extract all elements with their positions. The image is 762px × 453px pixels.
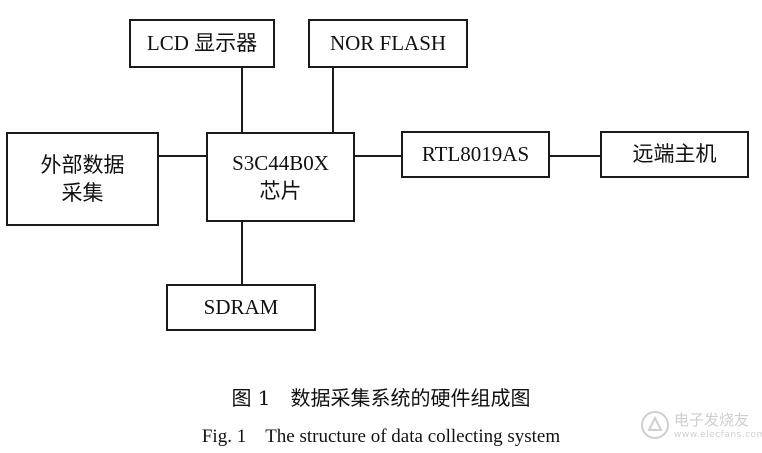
nor-flash-box: NOR FLASH [308,19,468,68]
sdram-label: SDRAM [203,295,279,320]
sdram-box: SDRAM [166,284,316,331]
connector-cpu-rtl [355,155,401,157]
watermark-url: www.elecfans.com [674,430,762,440]
cpu-chip-label-line2: 芯片 [259,179,302,203]
figure-caption-english: Fig. 1 The structure of data collecting … [201,426,561,447]
external-data-label-line2: 采集 [61,181,104,205]
figure-caption-chinese: 图 1 数据采集系统的硬件组成图 [231,386,531,410]
connector-nor-cpu [332,68,334,132]
connector-external-cpu [159,155,206,157]
rtl8019as-box: RTL8019AS [401,131,550,178]
cpu-chip-box: S3C44B0X 芯片 [206,132,355,222]
connector-lcd-cpu [241,68,243,132]
lcd-display-label: LCD 显示器 [146,31,258,56]
lcd-display-box: LCD 显示器 [129,19,275,68]
external-data-label-line1: 外部数据 [40,152,125,177]
watermark-logo-icon [641,411,669,439]
remote-host-label: 远端主机 [632,142,717,167]
connector-cpu-sdram [241,222,243,284]
remote-host-box: 远端主机 [600,131,749,178]
connector-rtl-remote [550,155,600,157]
external-data-acquisition-box: 外部数据 采集 [6,132,159,226]
watermark: 电子发烧友 www.elecfans.com [640,408,762,448]
nor-flash-label: NOR FLASH [329,31,447,56]
cpu-chip-label-line1: S3C44B0X [232,150,329,175]
rtl8019as-label: RTL8019AS [421,142,530,167]
watermark-text: 电子发烧友 [674,411,750,429]
